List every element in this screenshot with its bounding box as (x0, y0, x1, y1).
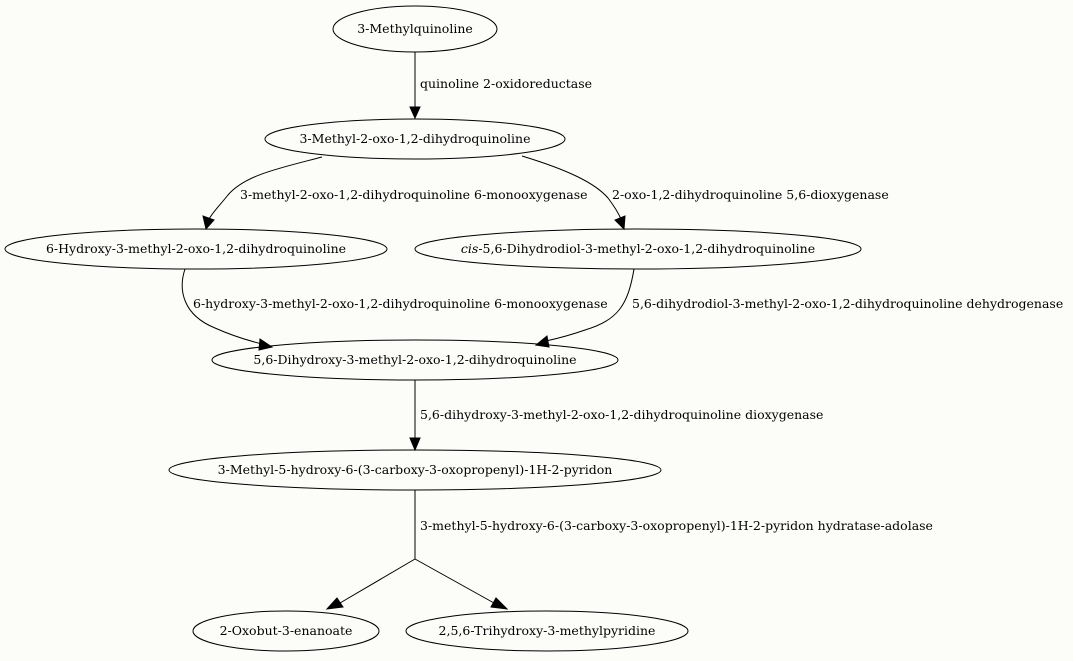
edge-dihydrodiol-dehydrogenase: 5,6-dihydrodiol-3-methyl-2-oxo-1,2-dihyd… (534, 268, 1063, 348)
node-5-6-dihydroxy-dihydroquinoline: 5,6-Dihydroxy-3-methyl-2-oxo-1,2-dihydro… (211, 339, 619, 381)
node-trihydroxy-methylpyridine: 2,5,6-Trihydroxy-3-methylpyridine (405, 610, 689, 652)
node-label-rest: -5,6-Dihydrodiol-3-methyl-2-oxo-1,2-dihy… (478, 241, 815, 256)
edge-6-monooxygenase: 3-methyl-2-oxo-1,2-dihydroquinoline 6-mo… (202, 156, 588, 231)
node-6-hydroxy-dihydroquinoline: 6-Hydroxy-3-methyl-2-oxo-1,2-dihydroquin… (4, 228, 388, 270)
node-label: 2-Oxobut-3-enanoate (220, 623, 353, 638)
edge-label: 5,6-dihydrodiol-3-methyl-2-oxo-1,2-dihyd… (632, 296, 1063, 311)
node-label-italic-prefix: cis (461, 241, 478, 256)
edge-label: quinoline 2-oxidoreductase (420, 76, 592, 91)
edge-label: 2-oxo-1,2-dihydroquinoline 5,6-dioxygena… (612, 187, 889, 202)
node-label: 3-Methylquinoline (357, 21, 473, 36)
node-label: 6-Hydroxy-3-methyl-2-oxo-1,2-dihydroquin… (46, 241, 346, 256)
edge-label: 3-methyl-5-hydroxy-6-(3-carboxy-3-oxopro… (420, 518, 933, 533)
edge-label: 5,6-dihydroxy-3-methyl-2-oxo-1,2-dihydro… (420, 407, 823, 422)
node-3-methyl-2-oxo-dihydroquinoline: 3-Methyl-2-oxo-1,2-dihydroquinoline (264, 118, 566, 160)
node-pyridon: 3-Methyl-5-hydroxy-6-(3-carboxy-3-oxopro… (168, 449, 662, 491)
edge-dioxygenase: 5,6-dihydroxy-3-methyl-2-oxo-1,2-dihydro… (409, 380, 823, 452)
edge-quinoline-oxidoreductase: quinoline 2-oxidoreductase (409, 52, 592, 120)
edge-hydroxy-6-monooxygenase: 6-hydroxy-3-methyl-2-oxo-1,2-dihydroquin… (181, 268, 608, 351)
node-label: cis-5,6-Dihydrodiol-3-methyl-2-oxo-1,2-d… (461, 241, 815, 256)
edge-hydratase-adolase: 3-methyl-5-hydroxy-6-(3-carboxy-3-oxopro… (325, 490, 933, 610)
node-label: 2,5,6-Trihydroxy-3-methylpyridine (439, 623, 656, 638)
node-label: 3-Methyl-5-hydroxy-6-(3-carboxy-3-oxopro… (218, 462, 613, 477)
edge-5-6-dioxygenase: 2-oxo-1,2-dihydroquinoline 5,6-dioxygena… (521, 155, 889, 231)
node-label: 5,6-Dihydroxy-3-methyl-2-oxo-1,2-dihydro… (253, 352, 576, 367)
node-3-methylquinoline: 3-Methylquinoline (332, 5, 498, 53)
edge-label: 6-hydroxy-3-methyl-2-oxo-1,2-dihydroquin… (193, 296, 608, 311)
edge-label: 3-methyl-2-oxo-1,2-dihydroquinoline 6-mo… (240, 187, 588, 202)
node-cis-dihydrodiol-dihydroquinoline: cis-5,6-Dihydrodiol-3-methyl-2-oxo-1,2-d… (414, 228, 862, 270)
node-2-oxobut-3-enanoate: 2-Oxobut-3-enanoate (192, 610, 380, 652)
node-label: 3-Methyl-2-oxo-1,2-dihydroquinoline (299, 131, 530, 146)
